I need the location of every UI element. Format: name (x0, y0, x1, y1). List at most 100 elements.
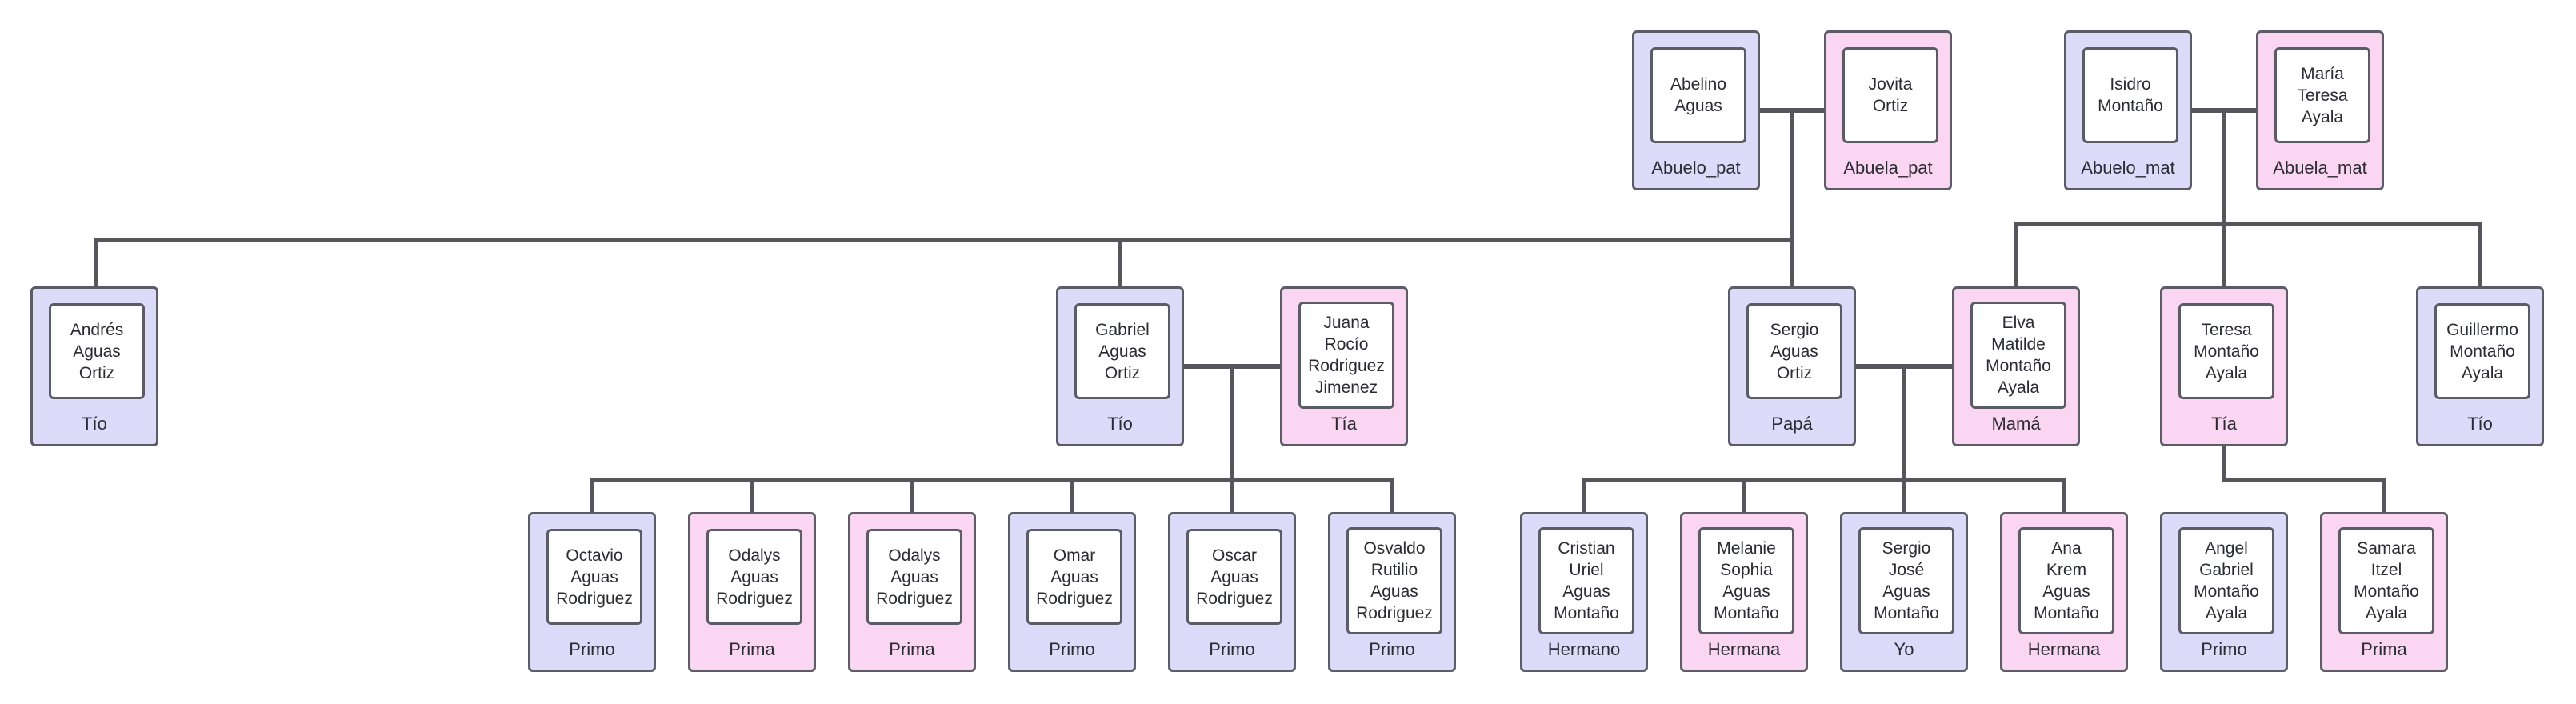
person-name-line: Odalys (888, 546, 941, 565)
person-name-line: Aguas (1562, 582, 1610, 601)
person-name-line: Rodriguez (876, 589, 953, 608)
person-name-line: Ayala (2461, 363, 2504, 382)
person-role-label: Hermana (2027, 639, 2101, 659)
person-role-label: Primo (569, 639, 615, 659)
person-name-line: Aguas (730, 567, 778, 586)
person-name-line: Montaño (1554, 604, 1619, 622)
person-role-label: Prima (729, 639, 775, 659)
person-name-line: Aguas (1674, 97, 1722, 115)
person-role-label: Hermana (1707, 639, 1781, 659)
person-name-line: Montaño (2098, 97, 2163, 115)
person-name-line: Sergio (1770, 320, 1819, 339)
person-role-label: Papá (1771, 414, 1813, 434)
person-name-line: Rodriguez (556, 589, 633, 608)
person-name-line: Gabriel (2199, 561, 2254, 579)
person-name-line: Krem (2046, 561, 2087, 579)
person-name-line: Ortiz (1104, 363, 1141, 382)
person-role-label: Primo (1209, 639, 1255, 659)
person-name-line: Montaño (2450, 342, 2515, 361)
person-role-label: Hermano (1547, 639, 1621, 659)
person-name-line: Teresa (2297, 86, 2348, 105)
person-name-line: Rodriguez (1036, 589, 1113, 608)
person-name-line: Aguas (1098, 342, 1146, 361)
person-name-line: Ortiz (1776, 363, 1813, 382)
person-role-label: Tío (82, 414, 107, 434)
person-name-line: Juana (1323, 314, 1370, 332)
person-name-line: Odalys (728, 546, 781, 565)
person-role-label: Abuela_pat (1843, 158, 1933, 178)
person-name-line: Aguas (890, 567, 938, 586)
person-role-label: Primo (2201, 639, 2247, 659)
person-name-line: Guillermo (2446, 320, 2518, 339)
person-name-line: Aguas (570, 567, 618, 586)
person-name-line: Teresa (2201, 320, 2252, 339)
person-name-line: Angel (2205, 539, 2248, 558)
person-name-line: Ortiz (78, 363, 115, 382)
person-name-line: Ana (2051, 539, 2082, 558)
person-name-line: Osvaldo (1363, 539, 1426, 558)
person-role-label: Abuela_mat (2273, 158, 2367, 178)
person-role-label: Tía (2211, 414, 2237, 434)
person-name-line: Jimenez (1314, 378, 1378, 397)
person-name-line: Montaño (2194, 342, 2259, 361)
person-role-label: Primo (1369, 639, 1415, 659)
person-name-line: Aguas (1050, 567, 1098, 586)
person-name-line: Ayala (2205, 604, 2248, 622)
person-name-line: Rocío (1324, 335, 1369, 354)
person-name-line: Andrés (70, 320, 124, 339)
person-name-line: Sergio (1882, 539, 1931, 558)
person-name-line: Jovita (1868, 75, 1913, 94)
person-role-label: Abuelo_mat (2081, 158, 2175, 178)
person-name-line: Ayala (1997, 378, 2040, 397)
person-name-line: Ayala (2301, 107, 2344, 126)
